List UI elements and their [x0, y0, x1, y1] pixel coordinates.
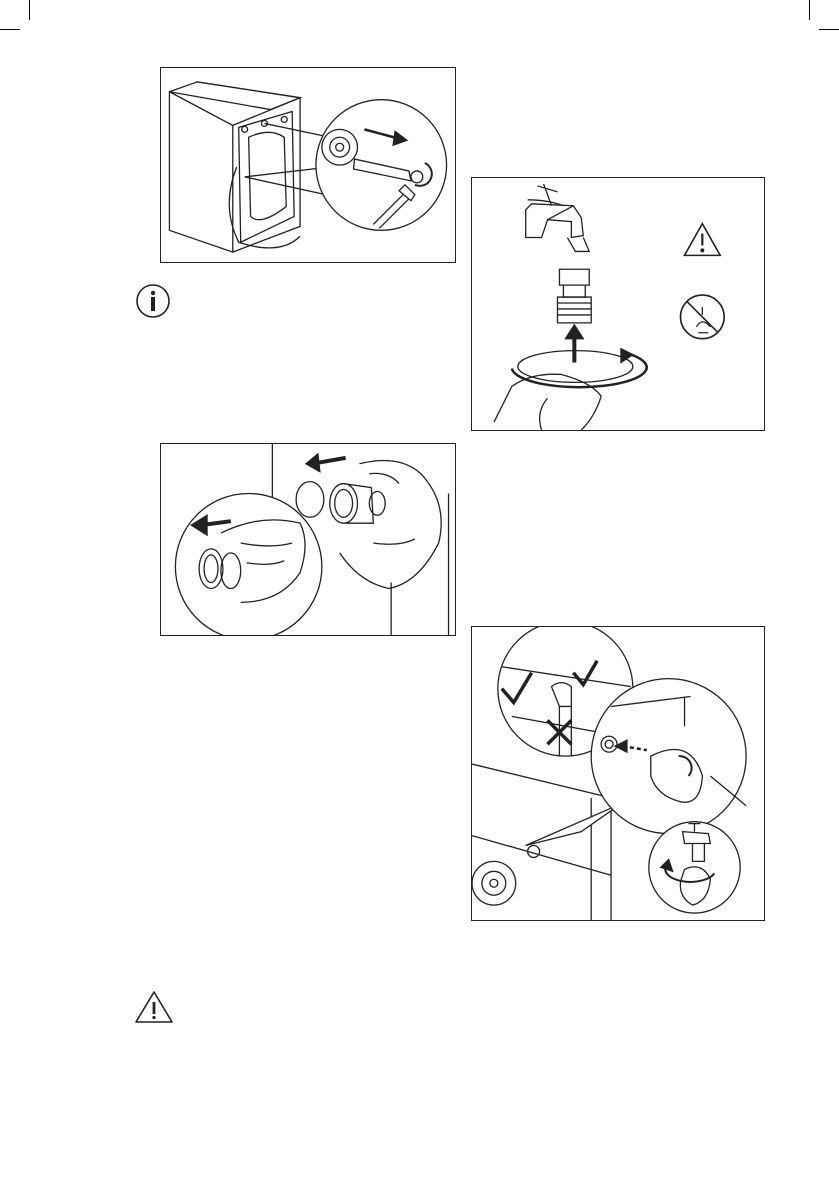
crop-mark	[809, 0, 810, 20]
figure-inlet-hose-connection	[471, 626, 765, 921]
crop-mark	[29, 0, 30, 20]
inlet-hose-angle-icon	[472, 627, 764, 920]
info-icon	[134, 282, 172, 320]
washing-machine-back-wrench-icon	[161, 68, 455, 262]
warning-triangle-icon	[133, 989, 175, 1025]
figure-remove-transit-bolts	[160, 67, 456, 263]
warning-note	[133, 989, 175, 1025]
info-note	[134, 282, 172, 320]
figure-insert-plastic-caps	[160, 443, 456, 636]
figure-tap-connection	[471, 177, 765, 431]
tap-hose-connector-icon	[472, 178, 764, 430]
crop-mark	[819, 29, 839, 30]
crop-mark	[0, 29, 20, 30]
hands-plastic-caps-icon	[161, 444, 455, 635]
